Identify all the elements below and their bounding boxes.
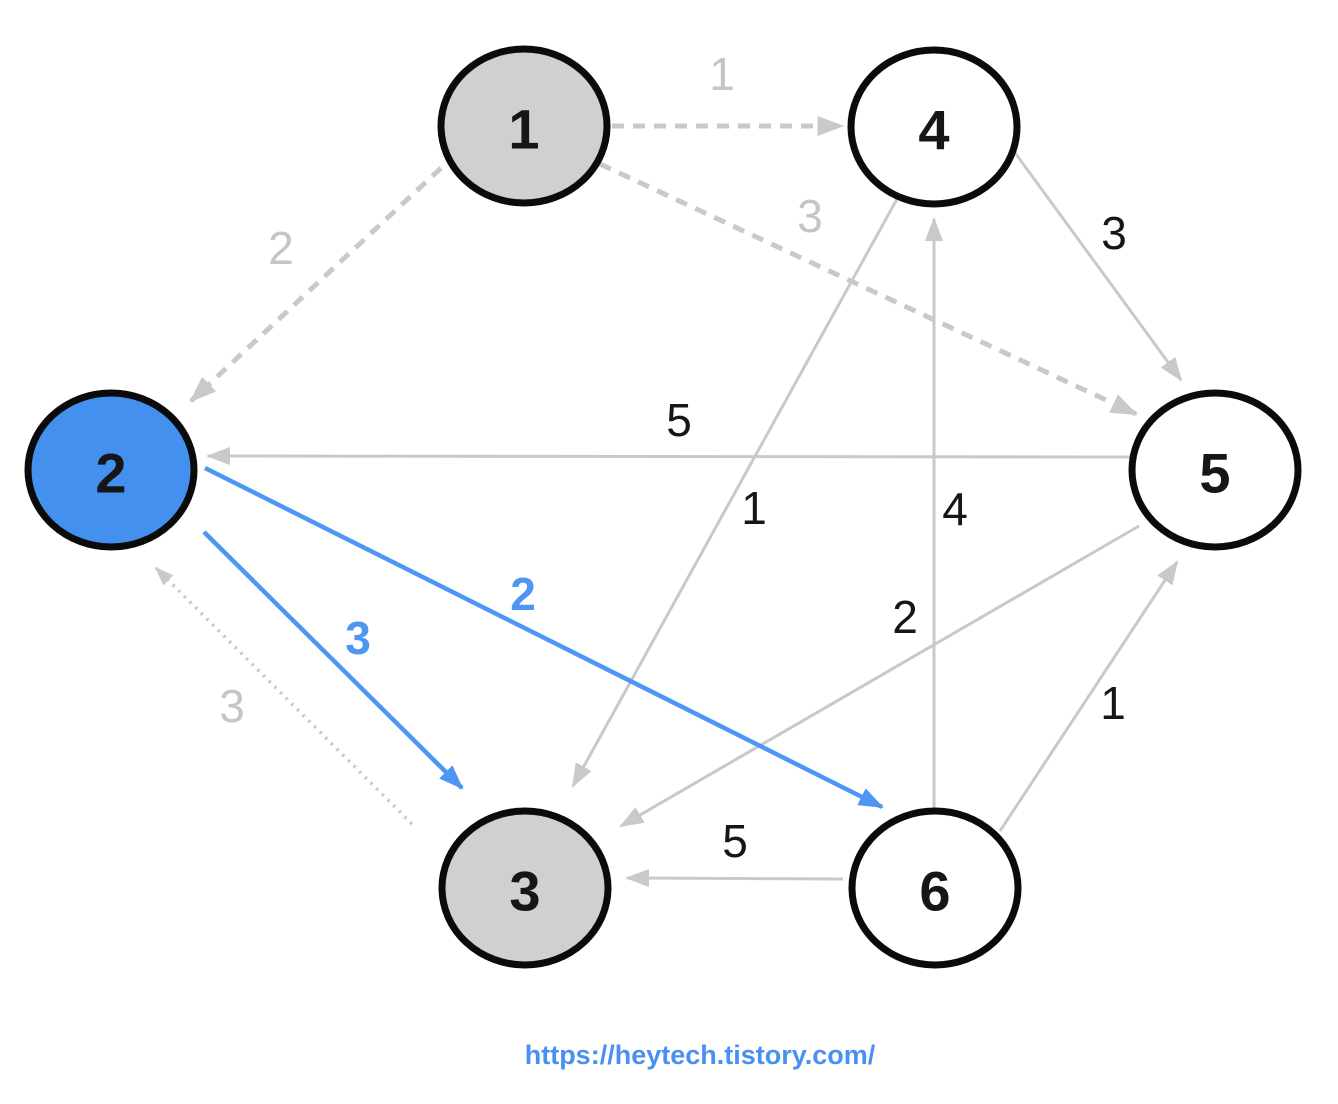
node-2: 2 [24, 389, 198, 551]
node-5-circle [1128, 389, 1302, 551]
edge-1-2 [189, 166, 443, 403]
node-4-label: 4 [918, 99, 949, 162]
edge-6-4-weight: 4 [942, 483, 968, 535]
edge-6-5-weight: 1 [1100, 677, 1126, 729]
edge-4-3 [571, 198, 899, 788]
node-1: 1 [437, 45, 611, 207]
node-6-label: 6 [919, 860, 950, 923]
edge-1-2-weight: 2 [268, 222, 294, 274]
edge-2-6-weight: 2 [510, 568, 536, 620]
edge-3-2-weight: 3 [219, 680, 245, 732]
node-3-label: 3 [509, 860, 540, 923]
edge-4-5-weight: 3 [1101, 207, 1127, 259]
node-1-circle [437, 45, 611, 207]
edge-1-5 [598, 161, 1139, 417]
edge-layer [154, 115, 1183, 888]
edge-6-3 [625, 869, 844, 888]
node-5-label: 5 [1199, 442, 1230, 505]
edge-6-3-weight: 5 [722, 815, 748, 867]
node-4: 4 [847, 46, 1021, 208]
node-5: 5 [1128, 389, 1302, 551]
edge-5-3 [619, 524, 1140, 828]
node-6-circle [848, 807, 1022, 969]
edge-2-3-weight: 3 [345, 612, 371, 664]
node-4-circle [847, 46, 1021, 208]
node-3-circle [438, 807, 612, 969]
node-3: 3 [438, 807, 612, 969]
edge-1-4-weight: 1 [709, 48, 735, 100]
node-2-label: 2 [95, 442, 126, 505]
footer: https://heytech.tistory.com/ [0, 1040, 1338, 1071]
node-6: 6 [848, 807, 1022, 969]
footer-url-link[interactable]: https://heytech.tistory.com/ [524, 1040, 876, 1070]
edge-5-2-weight: 5 [666, 394, 692, 446]
edge-4-5 [1011, 149, 1183, 382]
edge-5-2 [206, 447, 1133, 466]
edge-2-3 [202, 530, 464, 790]
edge-1-5-weight: 3 [797, 190, 823, 242]
edge-4-3-weight: 1 [741, 482, 767, 534]
edge-6-5 [998, 560, 1179, 832]
node-layer: 1 2 3 4 5 6 [24, 45, 1302, 969]
node-1-label: 1 [508, 98, 539, 161]
edge-5-3-weight: 2 [892, 591, 918, 643]
edge-2-6 [203, 465, 884, 810]
edge-3-2 [154, 566, 414, 826]
node-2-circle [24, 389, 198, 551]
